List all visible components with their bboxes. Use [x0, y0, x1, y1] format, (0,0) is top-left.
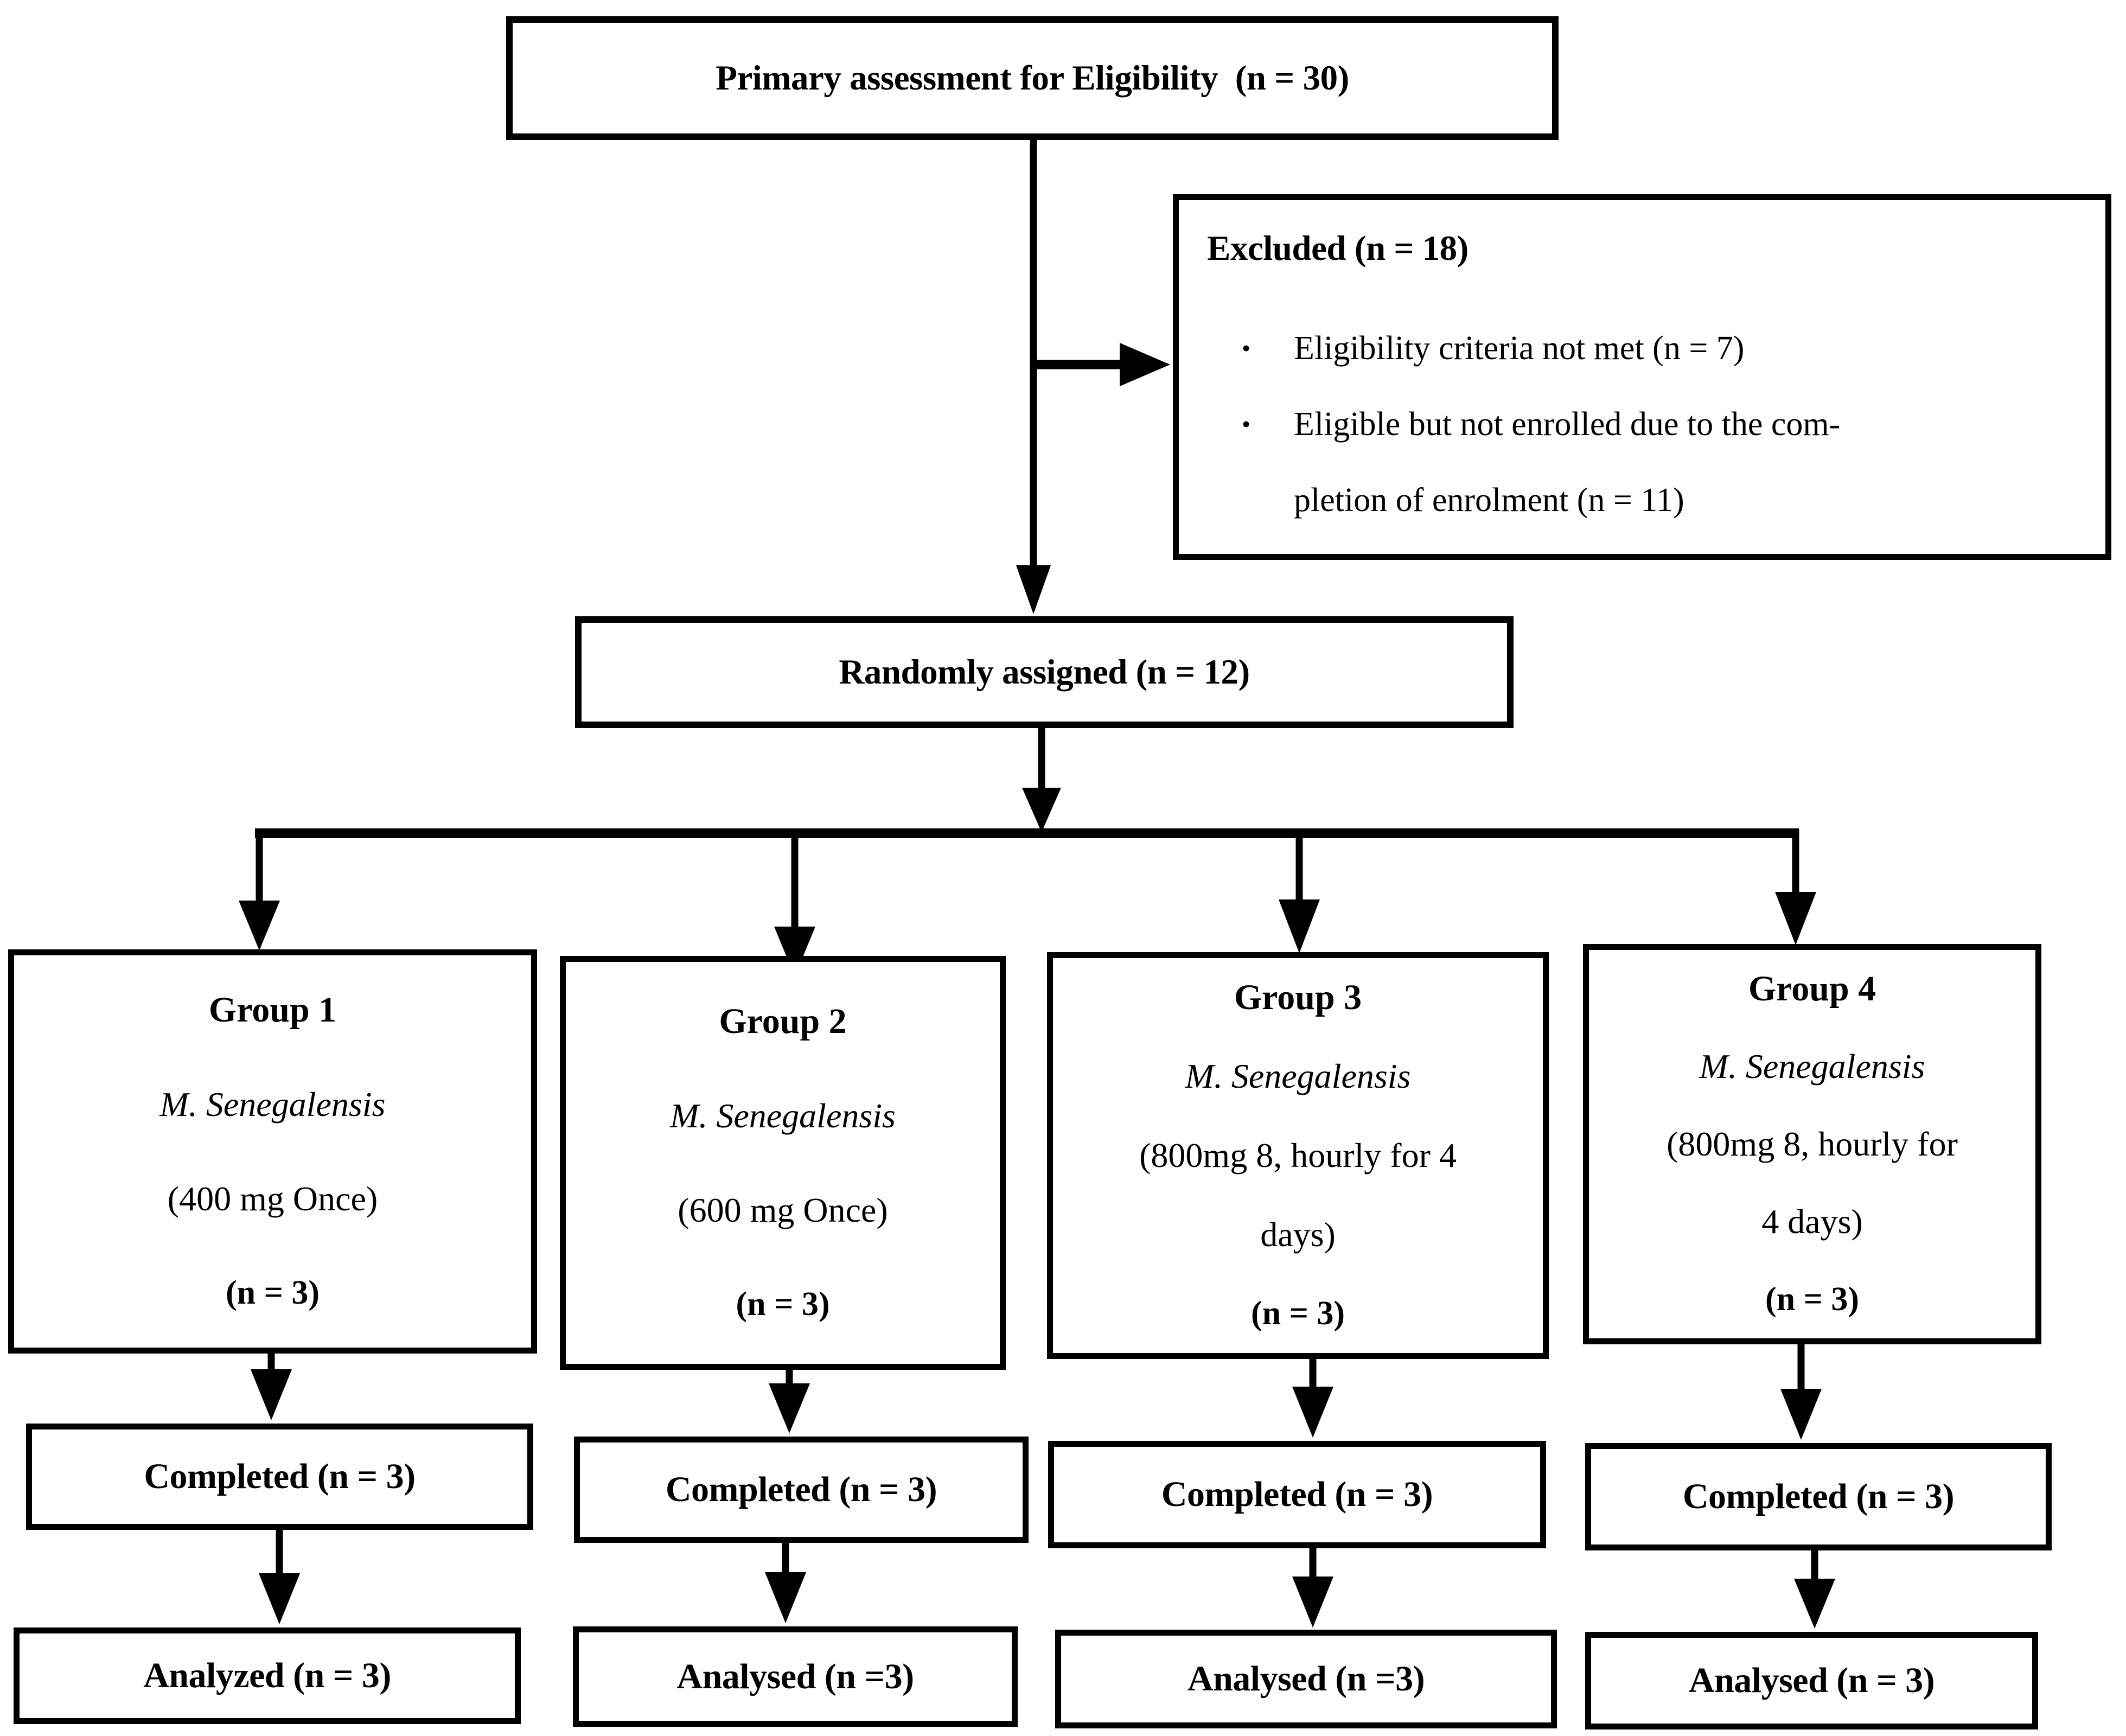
arrowhead-into-analyzed-3	[1292, 1577, 1333, 1628]
group-3-n: (n = 3)	[1250, 1294, 1345, 1332]
group-2-dose: (600 mg Once)	[678, 1190, 888, 1229]
group-3-title: Group 3	[1234, 977, 1362, 1017]
bullet-icon: •	[1242, 410, 1251, 438]
arrowhead-into-group-4	[1775, 892, 1816, 945]
arrowhead-onto-bar	[1022, 788, 1061, 832]
completed-label: Completed (n = 3)	[1161, 1475, 1433, 1514]
group-1-n: (n = 3)	[225, 1274, 320, 1311]
excluded-bullet-line: Eligibility criteria not met (n = 7)	[1294, 330, 1745, 367]
arrowhead-into-completed-3	[1292, 1387, 1333, 1438]
group-4-n: (n = 3)	[1765, 1280, 1860, 1318]
group-1-dose: (400 mg Once)	[167, 1179, 378, 1218]
group-3-box: Group 3 M. Senegalensis (800mg 8, hourly…	[1047, 952, 1549, 1359]
completed-box-group-4: Completed (n = 3)	[1585, 1443, 2052, 1550]
analyzed-box-group-4: Analysed (n = 3)	[1585, 1632, 2038, 1729]
arrowhead-into-group-3	[1279, 899, 1320, 953]
group-3-species: M. Senegalensis	[1185, 1057, 1411, 1096]
bullet-icon: •	[1242, 334, 1251, 362]
primary-assessment-label: Primary assessment for Eligibility (n = …	[716, 58, 1349, 98]
group-1-species: M. Senegalensis	[159, 1084, 386, 1124]
excluded-box: Excluded (n = 18) • Eligibility criteria…	[1173, 194, 2111, 560]
randomly-assigned-label: Randomly assigned (n = 12)	[839, 652, 1250, 692]
analyzed-label: Analysed (n = 3)	[1688, 1661, 1935, 1700]
group-1-box: Group 1 M. Senegalensis (400 mg Once) (n…	[8, 949, 537, 1354]
excluded-bullet-line: Eligible but not enrolled due to the com…	[1294, 406, 1841, 443]
analyzed-box-group-1: Analyzed (n = 3)	[14, 1628, 521, 1724]
arrowhead-into-excluded	[1120, 343, 1170, 386]
group-4-dose: 4 days)	[1761, 1202, 1863, 1241]
arrowhead-into-random	[1016, 565, 1051, 614]
group-1-title: Group 1	[208, 990, 337, 1030]
group-3-dose: (800mg 8, hourly for 4	[1139, 1136, 1457, 1175]
primary-assessment-box: Primary assessment for Eligibility (n = …	[506, 16, 1559, 140]
completed-box-group-2: Completed (n = 3)	[574, 1437, 1029, 1543]
excluded-bullet-line: pletion of enrolment (n = 11)	[1294, 482, 1684, 519]
group-2-species: M. Senegalensis	[670, 1096, 896, 1135]
arrowhead-into-group-2	[774, 927, 815, 976]
analyzed-label: Analyzed (n = 3)	[143, 1656, 391, 1695]
group-4-box: Group 4 M. Senegalensis (800mg 8, hourly…	[1583, 944, 2041, 1344]
completed-box-group-3: Completed (n = 3)	[1048, 1441, 1546, 1548]
arrowhead-into-completed-4	[1780, 1389, 1822, 1440]
excluded-bullet-text: Eligible but not enrolled due to the com…	[1294, 386, 2084, 538]
analyzed-label: Analysed (n =3)	[676, 1656, 914, 1696]
analyzed-box-group-3: Analysed (n =3)	[1055, 1630, 1557, 1728]
excluded-bullet-item: • Eligibility criteria not met (n = 7)	[1207, 310, 2084, 386]
arrowhead-into-analyzed-4	[1794, 1579, 1835, 1629]
excluded-bullet-text: Eligibility criteria not met (n = 7)	[1294, 310, 2084, 386]
arrowhead-into-analyzed-1	[259, 1573, 300, 1624]
randomly-assigned-box: Randomly assigned (n = 12)	[575, 616, 1514, 728]
completed-label: Completed (n = 3)	[1682, 1477, 1955, 1516]
analyzed-label: Analysed (n =3)	[1187, 1659, 1425, 1699]
excluded-title: Excluded (n = 18)	[1207, 229, 1469, 268]
arrowhead-into-completed-1	[251, 1369, 292, 1420]
excluded-bullet-item: • Eligible but not enrolled due to the c…	[1207, 386, 2084, 538]
completed-label: Completed (n = 3)	[665, 1470, 937, 1509]
group-3-dose: days)	[1260, 1215, 1336, 1254]
analyzed-box-group-2: Analysed (n =3)	[573, 1626, 1018, 1727]
arrowhead-into-group-1	[239, 901, 280, 950]
arrowhead-into-analyzed-2	[765, 1572, 806, 1623]
group-2-n: (n = 3)	[736, 1286, 830, 1323]
group-2-box: Group 2 M. Senegalensis (600 mg Once) (n…	[560, 956, 1006, 1370]
group-2-title: Group 2	[719, 1001, 847, 1041]
completed-box-group-1: Completed (n = 3)	[26, 1424, 533, 1530]
group-4-species: M. Senegalensis	[1699, 1046, 1925, 1086]
group-4-title: Group 4	[1748, 968, 1876, 1009]
excluded-bullet-list: • Eligibility criteria not met (n = 7) •…	[1207, 310, 2084, 538]
group-4-dose: (800mg 8, hourly for	[1667, 1125, 1958, 1163]
completed-label: Completed (n = 3)	[144, 1457, 416, 1496]
arrowhead-into-completed-2	[769, 1383, 810, 1433]
